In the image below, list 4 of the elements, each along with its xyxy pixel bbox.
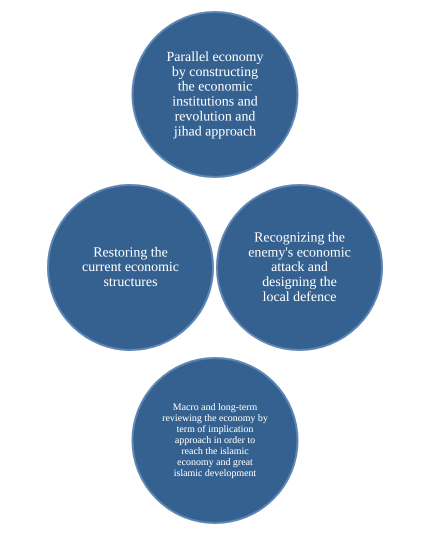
node-circle: Macro and long-term reviewing the economy by term of implication approach in order to reach the islamic economy and great islamic development	[131, 356, 298, 524]
node-circle: Recognizing the enemy's economic attack and designing the local defence	[216, 184, 383, 351]
node-circle: Parallel economy by constructing the economic institutions and revolution and jihad approach	[131, 11, 298, 178]
node-circle: Restoring the current economic structures	[46, 184, 214, 351]
